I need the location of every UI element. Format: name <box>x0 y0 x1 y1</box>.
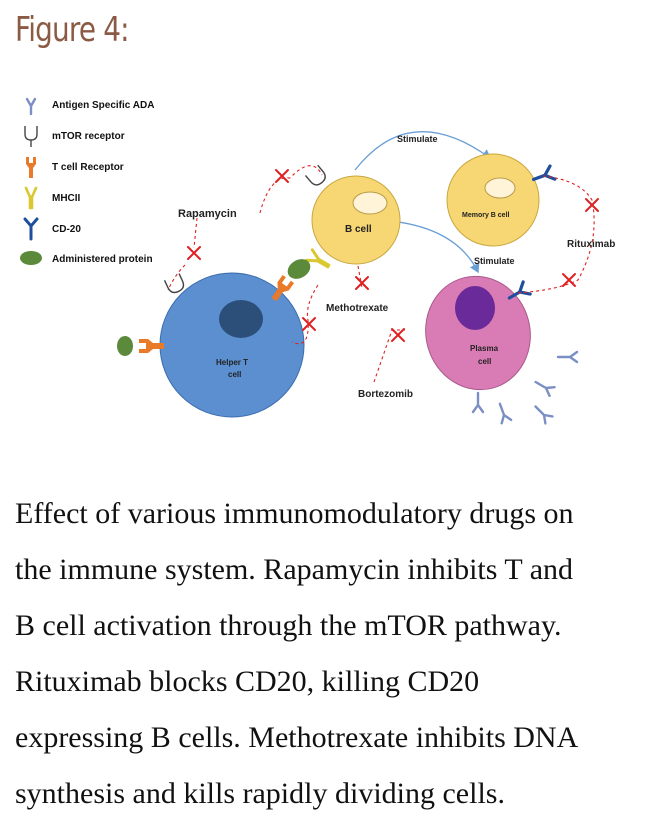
mtor-receptor-icon <box>163 273 185 294</box>
rapamycin-label: Rapamycin <box>178 208 237 220</box>
b-cell: B cell <box>311 175 401 265</box>
inhibition-mark <box>355 276 369 290</box>
protein-icon <box>20 251 42 265</box>
antibody-icon <box>556 350 579 364</box>
protein-icon <box>287 259 311 279</box>
legend-label: T cell Receptor <box>52 162 124 173</box>
inhibition-mark <box>275 169 289 183</box>
inhibition-mark <box>585 198 599 212</box>
cd20-icon <box>23 217 39 241</box>
stimulate-arrow-top <box>354 131 492 171</box>
antibody-icon <box>530 401 554 425</box>
inhibition-mark <box>302 317 316 331</box>
mhcii-icon <box>304 248 331 269</box>
caption-line: expressing B cells. Methotrexate inhibit… <box>15 721 579 754</box>
caption-line: B cell activation through the mTOR pathw… <box>15 609 562 642</box>
plasma-cell-label: cell <box>478 357 491 366</box>
rituximab-label: Rituximab <box>567 239 615 250</box>
plasma-cell-label: Plasma <box>470 344 499 353</box>
legend-label: mTOR receptor <box>52 131 125 142</box>
t-cell-receptor-icon <box>26 157 36 178</box>
caption-line: Rituximab blocks CD20, killing CD20 <box>15 665 480 698</box>
helper-t-cell: Helper T cell <box>159 272 305 418</box>
legend-label: CD-20 <box>52 224 81 235</box>
protein-icon <box>117 336 133 356</box>
helper-t-label: cell <box>228 370 241 379</box>
antibody-icon <box>25 97 37 116</box>
antibody-icon <box>471 391 485 414</box>
stimulate-label-top: Stimulate <box>397 134 438 144</box>
t-cell-receptor-icon <box>271 274 295 302</box>
legend-label: MHCII <box>52 193 81 204</box>
legend: Antigen Specific ADA mTOR receptor T cel… <box>20 97 154 265</box>
caption-line: synthesis and kills rapidly dividing cel… <box>15 777 505 810</box>
mhcii-icon <box>24 186 38 210</box>
helper-t-label: Helper T <box>216 358 248 367</box>
t-cell-receptor-icon <box>139 339 164 353</box>
figure-caption: Effect of various immunomodulatory drugs… <box>15 486 645 822</box>
mtor-receptor-icon <box>24 126 38 147</box>
b-cell-label: B cell <box>345 224 372 235</box>
plasma-cell: Plasma cell <box>425 275 531 391</box>
inhibition-mark <box>187 246 201 260</box>
caption-line: Effect of various immunomodulatory drugs… <box>15 497 574 530</box>
legend-label: Antigen Specific ADA <box>52 100 154 111</box>
inhibition-mark <box>391 328 405 342</box>
figure-title: Figure 4: <box>15 10 130 50</box>
caption-line: the immune system. Rapamycin inhibits T … <box>15 553 574 586</box>
memory-b-cell-label: Memory B cell <box>462 212 510 219</box>
stimulate-label-mid: Stimulate <box>474 256 515 266</box>
antibody-icon <box>531 376 556 398</box>
methotrexate-label: Methotrexate <box>326 303 389 314</box>
inhibition-mark <box>562 273 576 287</box>
immune-diagram: Antigen Specific ADA mTOR receptor T cel… <box>20 97 615 425</box>
cd20-icon <box>507 280 532 300</box>
memory-b-cell: Memory B cell <box>446 153 540 247</box>
antibody-icon <box>493 400 513 425</box>
bortezomib-label: Bortezomib <box>358 389 413 400</box>
mtor-receptor-icon <box>304 164 326 186</box>
legend-label: Administered protein <box>52 254 153 265</box>
